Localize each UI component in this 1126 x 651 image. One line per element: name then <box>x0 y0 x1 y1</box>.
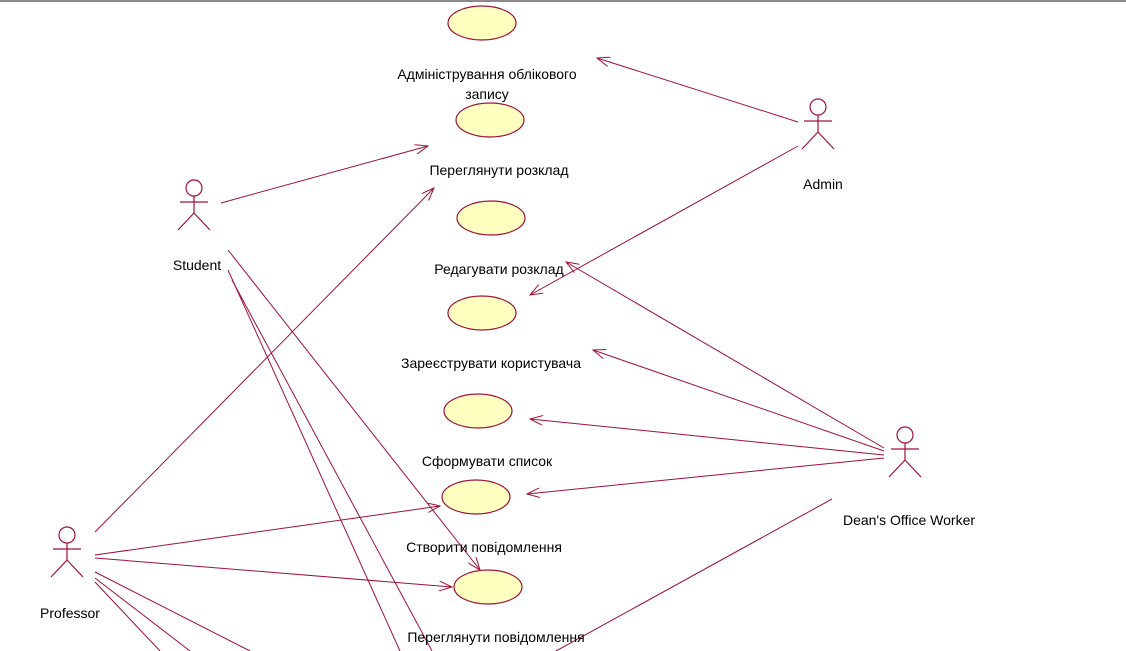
actor-label-professor: Professor <box>40 605 100 621</box>
assoc-professor-uc7[interactable] <box>94 557 452 587</box>
window-top-border <box>0 0 1126 2</box>
assoc-student-offscreen-1[interactable] <box>227 269 401 651</box>
assoc-dean-uc4[interactable] <box>593 350 885 452</box>
use-case-label-uc1: Адміністрування облікового запису <box>397 66 577 102</box>
associations <box>94 58 885 651</box>
assoc-dean-uc5[interactable] <box>530 419 885 456</box>
use-case-uc6-ellipse[interactable] <box>441 479 511 515</box>
use-case-label-uc7: Переглянути повідомлення <box>407 629 585 645</box>
actor-dean-figure[interactable] <box>888 426 922 478</box>
assoc-student-uc2[interactable] <box>220 146 428 204</box>
actor-label-dean: Dean's Office Worker <box>842 512 976 528</box>
use-case-label-uc3: Редагувати розклад <box>434 261 564 277</box>
assoc-professor-uc6[interactable] <box>94 506 440 556</box>
use-case-uc2-ellipse[interactable] <box>455 102 525 138</box>
assoc-professor-offscreen-1[interactable] <box>94 571 251 651</box>
assoc-professor-offscreen-2[interactable] <box>94 577 191 651</box>
assoc-dean-uc6[interactable] <box>527 457 885 494</box>
assoc-professor-uc2[interactable] <box>94 188 434 533</box>
assoc-admin-uc1[interactable] <box>597 58 799 123</box>
use-case-uc5-ellipse[interactable] <box>443 393 513 429</box>
assoc-dean-offscreen[interactable] <box>555 498 833 651</box>
actor-admin-figure[interactable] <box>801 98 835 150</box>
use-case-uc4-ellipse[interactable] <box>447 295 517 331</box>
actor-professor-figure[interactable] <box>50 526 84 578</box>
actor-label-admin: Admin <box>803 176 843 192</box>
assoc-student-uc7[interactable] <box>227 249 480 570</box>
use-case-uc3-ellipse[interactable] <box>456 200 526 236</box>
use-case-label-uc2: Переглянути розклад <box>429 162 569 178</box>
use-case-label-uc6: Створити повідомлення <box>406 539 562 555</box>
use-case-uc1-ellipse[interactable] <box>447 5 517 41</box>
assoc-student-offscreen-2[interactable] <box>231 279 433 651</box>
use-cases <box>441 5 526 605</box>
use-case-label-uc5: Сформувати список <box>421 453 553 469</box>
assoc-professor-offscreen-3[interactable] <box>94 581 161 651</box>
assoc-dean-uc3[interactable] <box>566 262 885 449</box>
actor-label-student: Student <box>172 257 222 273</box>
actor-student-figure[interactable] <box>177 179 211 231</box>
use-case-uc7-ellipse[interactable] <box>453 569 523 605</box>
use-case-label-uc4: Зареєструвати користувача <box>401 355 581 371</box>
